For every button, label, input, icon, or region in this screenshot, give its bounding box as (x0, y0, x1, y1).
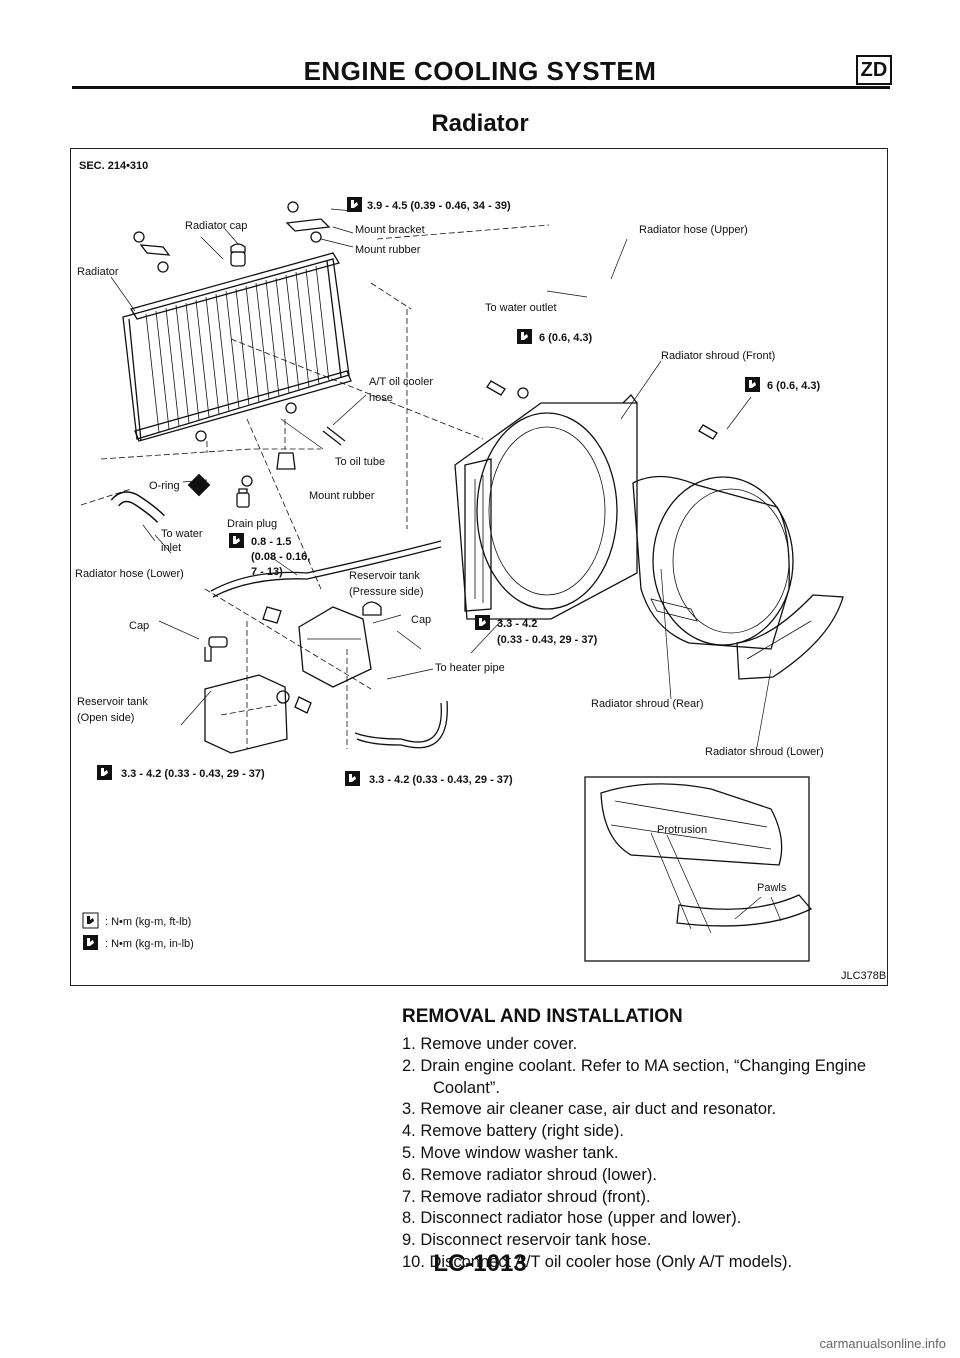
reservoir-tank-open-drawing (204, 636, 288, 754)
reservoir-open-label-2: (Open side) (77, 712, 134, 724)
radiator-hose-upper-label: Radiator hose (Upper) (639, 224, 748, 236)
radiator-exploded-diagram: SEC. 214•310 (70, 148, 888, 986)
torque-drain-label-2: (0.08 - 0.16, (251, 551, 310, 563)
pawls-label: Pawls (757, 882, 787, 894)
torque-legend: : N•m (kg-m, ft-lb) : N•m (kg-m, in-lb) (82, 912, 194, 950)
torque-drain-label: 0.8 - 1.5 (251, 536, 291, 548)
removal-step: 7. Remove radiator shroud (front). (402, 1187, 651, 1206)
bolt-drawing (294, 696, 312, 714)
page-header-title: ENGINE COOLING SYSTEM (303, 56, 657, 86)
clamp-drawing (276, 690, 290, 704)
removal-step: 10. Disconnect A/T oil cooler hose (Only… (402, 1252, 793, 1271)
torque-33a-label-2: (0.33 - 0.43, 29 - 37) (497, 634, 598, 646)
model-code-badge: ZD (856, 55, 892, 85)
mount-bracket-drawing (133, 201, 331, 273)
mount-bracket-label: Mount bracket (355, 224, 425, 236)
shroud-inset-detail: Protrusion Pawls (584, 776, 813, 962)
radiator-cap-label: Radiator cap (185, 220, 247, 232)
o-ring-label: O-ring (149, 480, 180, 492)
cap-right-label: Cap (411, 614, 431, 626)
mount-rubber-top-label: Mount rubber (355, 244, 421, 256)
radiator-cap-drawing (230, 243, 246, 267)
removal-step: 5. Move window washer tank. (402, 1143, 619, 1162)
mount-rubber-drawing (276, 452, 296, 470)
figure-code-label: JLC378B (841, 970, 886, 982)
legend-ft-lb-label: : N•m (kg-m, ft-lb) (105, 916, 191, 928)
torque-33b-label: 3.3 - 4.2 (0.33 - 0.43, 29 - 37) (121, 768, 265, 780)
to-water-inlet-label: To water (161, 528, 203, 540)
reservoir-tank-pressure-drawing (298, 601, 382, 688)
header-rule (72, 86, 890, 89)
torque-wrench-icon (347, 197, 362, 212)
at-oil-cooler-label: A/T oil cooler (369, 376, 433, 388)
radiator-shroud-lower-drawing (736, 594, 844, 680)
to-water-inlet-label-2: inlet (161, 542, 181, 554)
removal-step: 6. Remove radiator shroud (lower). (402, 1165, 657, 1184)
watermark: carmanualsonline.info (819, 1336, 946, 1351)
at-oil-cooler-hose-drawing (322, 426, 346, 446)
o-ring-drawing (241, 475, 253, 487)
torque-wrench-icon (475, 615, 490, 630)
radiator-shroud-front-drawing (454, 387, 638, 620)
torque-wrench-star-icon (187, 473, 211, 497)
mount-rubber-bottom-label: Mount rubber (309, 490, 375, 502)
removal-steps-list: 1. Remove under cover. 2. Drain engine c… (402, 1034, 902, 1274)
radiator-shroud-rear-drawing (632, 475, 794, 650)
shroud-rear-label: Radiator shroud (Rear) (591, 698, 704, 710)
torque-wrench-icon (97, 765, 112, 780)
at-oil-cooler-label-2: hose (369, 392, 393, 404)
torque-6a-label: 6 (0.6, 4.3) (539, 332, 593, 344)
page-footer-code: LC-1013 (433, 1250, 527, 1277)
removal-step: 4. Remove battery (right side). (402, 1122, 624, 1141)
reservoir-pressure-label-2: (Pressure side) (349, 586, 424, 598)
removal-step: 1. Remove under cover. (402, 1035, 578, 1053)
drain-plug-drawing (236, 488, 250, 508)
radiator-hose-upper-drawing (564, 230, 608, 290)
to-oil-tube-label: To oil tube (335, 456, 385, 468)
bolt-drawing (698, 424, 718, 440)
removal-step: 2. Drain engine coolant. Refer to MA sec… (402, 1056, 867, 1097)
drain-plug-label: Drain plug (227, 518, 277, 530)
section-title: Radiator (431, 110, 529, 137)
torque-6b-label: 6 (0.6, 4.3) (767, 380, 821, 392)
radiator-core-drawing (122, 252, 352, 442)
removal-step: 9. Disconnect reservoir tank hose. (402, 1231, 652, 1250)
radiator-label: Radiator (77, 266, 119, 278)
to-heater-pipe-label: To heater pipe (435, 662, 505, 674)
reservoir-pressure-label: Reservoir tank (349, 570, 420, 582)
bolt-drawing (486, 380, 506, 396)
cap-left-label: Cap (129, 620, 149, 632)
removal-step: 8. Disconnect radiator hose (upper and l… (402, 1209, 742, 1228)
torque-wrench-icon (229, 533, 244, 548)
to-water-outlet-label: To water outlet (485, 302, 557, 314)
radiator-hose-lower-label: Radiator hose (Lower) (75, 568, 184, 580)
legend-in-lb-label: : N•m (kg-m, in-lb) (105, 938, 194, 950)
torque-wrench-icon (517, 329, 532, 344)
reservoir-open-label: Reservoir tank (77, 696, 148, 708)
torque-33a-label: 3.3 - 4.2 (497, 618, 537, 630)
torque-wrench-icon (345, 771, 360, 786)
torque-33c-label: 3.3 - 4.2 (0.33 - 0.43, 29 - 37) (369, 774, 513, 786)
removal-heading: REMOVAL AND INSTALLATION (402, 1006, 683, 1027)
torque-drain-label-3: 7 - 13) (251, 566, 283, 578)
removal-step: 3. Remove air cleaner case, air duct and… (402, 1100, 777, 1119)
torque-top-label: 3.9 - 4.5 (0.39 - 0.46, 34 - 39) (367, 200, 511, 212)
shroud-front-label: Radiator shroud (Front) (661, 350, 775, 362)
reservoir-hose-drawing (210, 540, 448, 749)
leader-lines (80, 208, 772, 749)
sec-label: SEC. 214•310 (79, 160, 148, 172)
protrusion-label: Protrusion (657, 824, 707, 836)
shroud-lower-label: Radiator shroud (Lower) (705, 746, 824, 758)
torque-wrench-icon (745, 377, 760, 392)
radiator-hose-lower-drawing (110, 491, 165, 523)
